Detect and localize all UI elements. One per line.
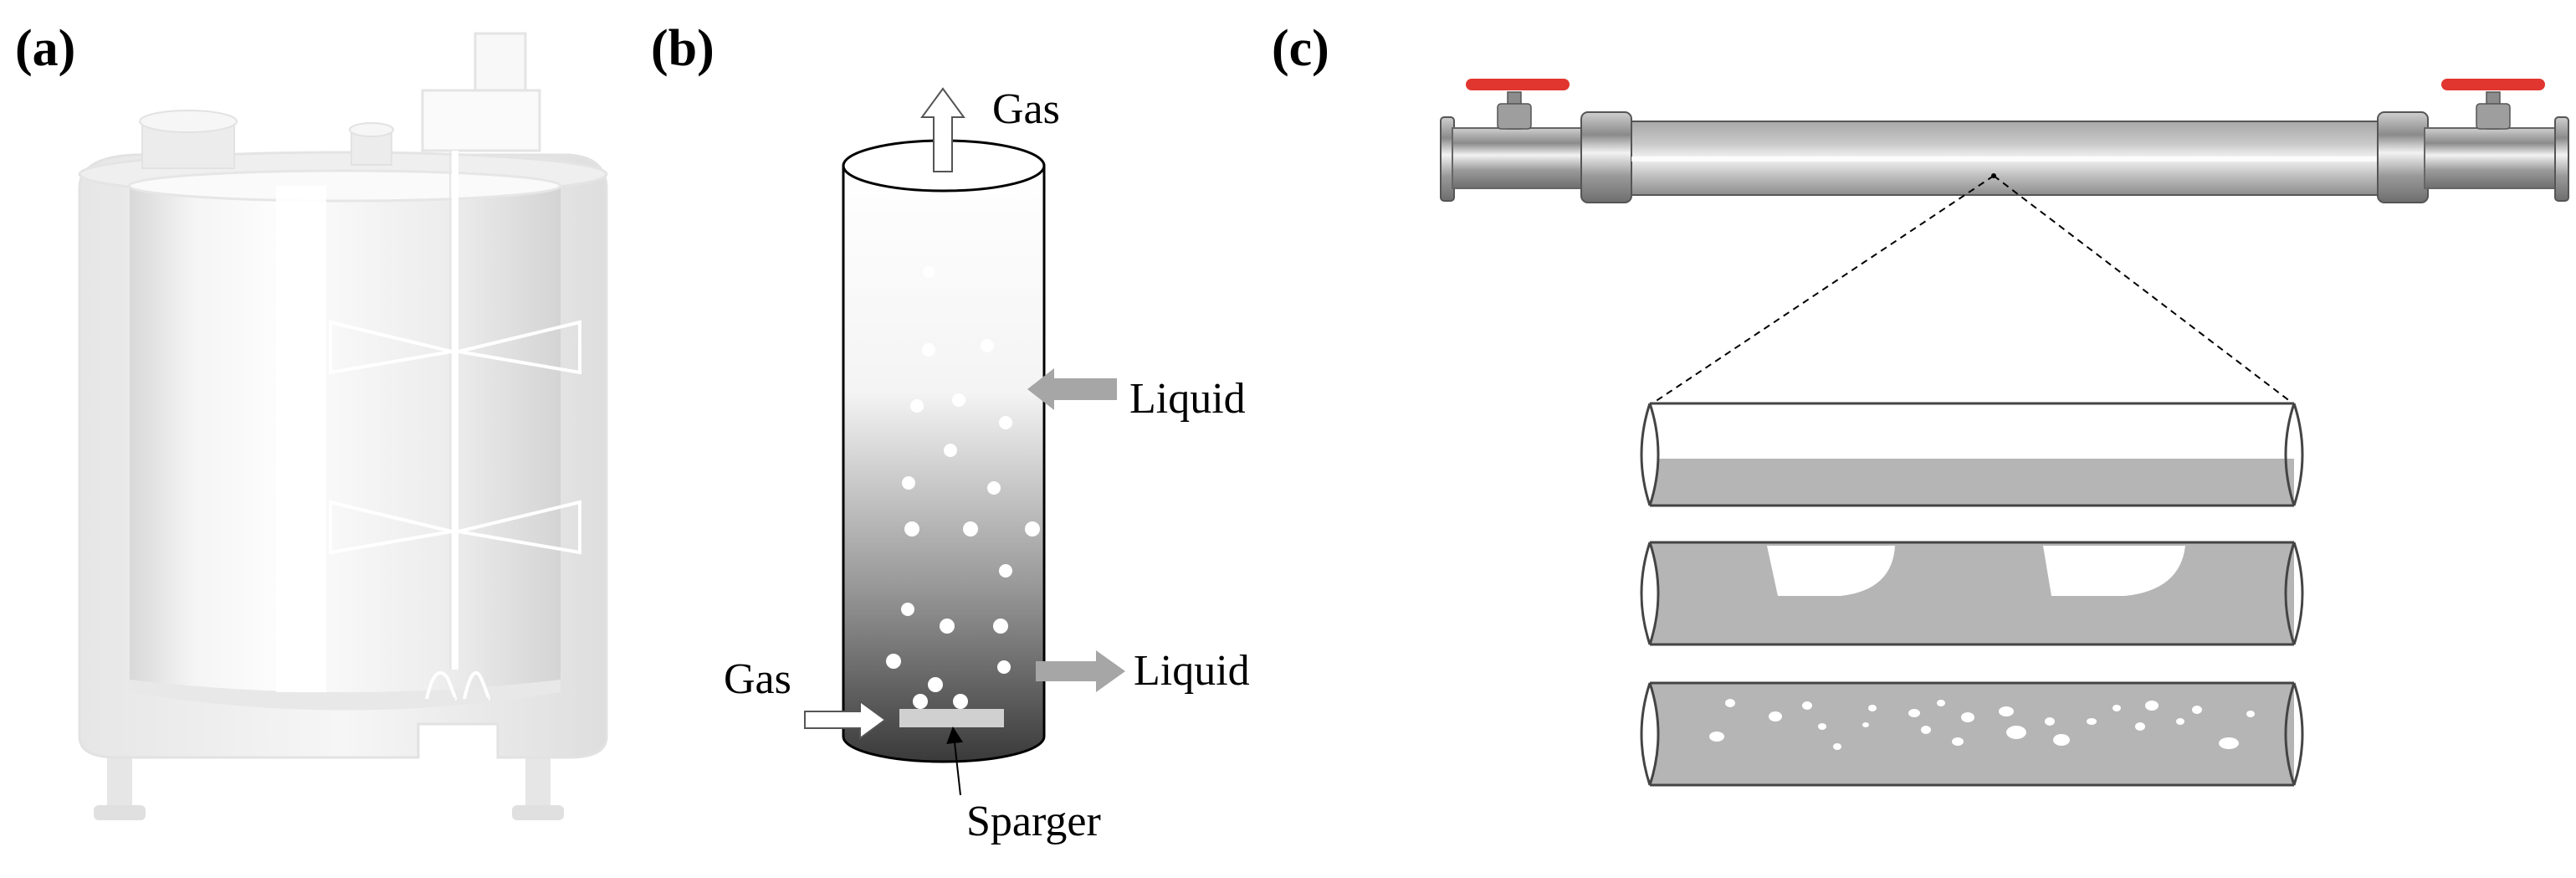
tank-inner-bottom xyxy=(130,680,561,711)
tank-inner-top xyxy=(127,169,562,203)
tank-impeller-upper xyxy=(329,320,581,375)
tank-highlight xyxy=(276,186,326,692)
dispersed-bubbles xyxy=(1709,699,2255,750)
panel-b: (b) xyxy=(651,20,1250,845)
pipe-left-coupling xyxy=(1580,111,1632,203)
gas-out-label: Gas xyxy=(992,85,1060,133)
sparger-label: Sparger xyxy=(966,798,1101,845)
tank-motor-upper xyxy=(474,32,527,95)
bubbles xyxy=(886,266,1040,709)
liquid-in-arrow xyxy=(1027,368,1117,410)
gas-in-arrow xyxy=(804,700,887,740)
liquid-out-arrow xyxy=(1036,650,1125,692)
sparger-pointer xyxy=(946,727,964,796)
flow-stratified xyxy=(1640,402,2304,507)
gas-in-label: Gas xyxy=(724,655,791,703)
valve-left-body xyxy=(1497,103,1532,130)
pipe-left-section xyxy=(1452,127,1587,189)
pipeline xyxy=(1440,79,2569,203)
bubble-column: Gas Liquid Liquid Gas Sparger xyxy=(724,85,1250,845)
tank-nozzle-mid-top xyxy=(349,122,394,137)
panel-c: (c) xyxy=(1272,20,2569,787)
zoom-lines xyxy=(1654,173,2292,403)
pipe-right-coupling xyxy=(2377,111,2429,203)
valve-left-handle xyxy=(1466,79,1570,90)
valve-right-handle xyxy=(2441,79,2545,90)
panel-c-label: (c) xyxy=(1272,20,1329,77)
liquid-out-label: Liquid xyxy=(1134,647,1250,695)
panel-b-label: (b) xyxy=(651,20,714,77)
pipe-right-section xyxy=(2424,127,2559,189)
tank-bottom-blades xyxy=(425,671,491,701)
tank-leg-right-foot xyxy=(512,805,564,820)
tank-nozzle-left-top xyxy=(139,110,238,133)
tank-motor-lower xyxy=(421,89,541,152)
tank-leg-left-foot xyxy=(94,805,146,820)
flow-bubbly xyxy=(1640,681,2304,787)
tank-inner-wall xyxy=(130,186,561,692)
tank-impeller-lower xyxy=(329,500,581,555)
flow-slug xyxy=(1640,541,2304,646)
sparger-bar xyxy=(899,709,1004,727)
panel-a: (a) xyxy=(15,20,608,820)
valve-right-body xyxy=(2476,103,2511,130)
liquid-in-label: Liquid xyxy=(1129,375,1246,423)
pipe-right-flange xyxy=(2554,116,2569,202)
panel-a-label: (a) xyxy=(15,20,75,77)
column-body xyxy=(842,164,1046,763)
gas-out-arrow xyxy=(920,87,965,172)
stirred-tank xyxy=(78,32,608,820)
